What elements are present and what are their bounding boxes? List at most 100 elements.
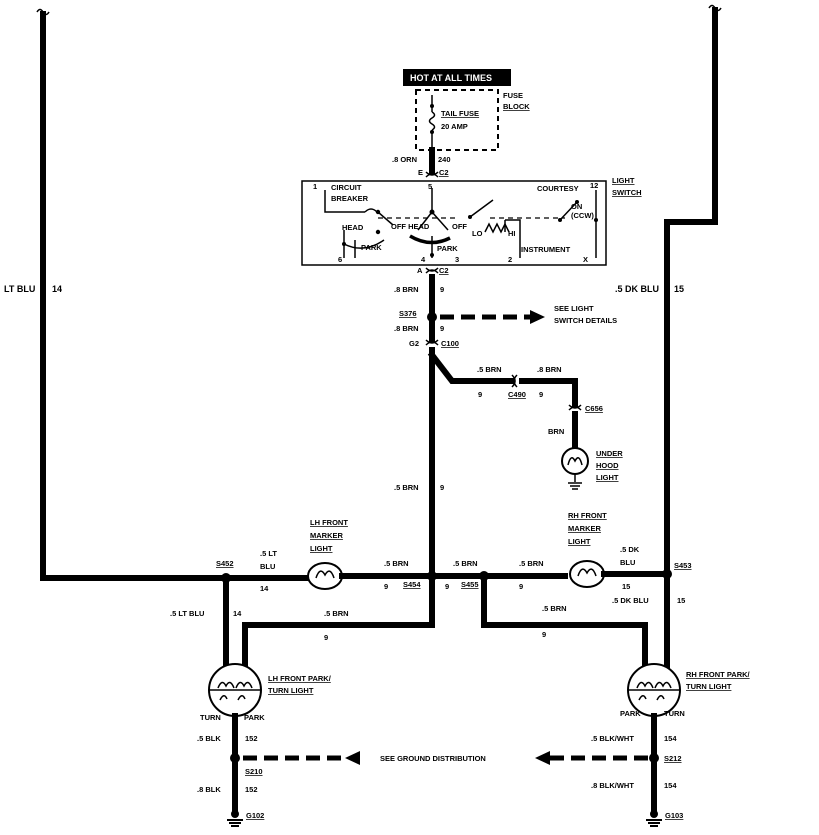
splice-s455-label: S455 bbox=[461, 580, 479, 589]
fuse-block-outline bbox=[415, 89, 499, 151]
lh-marker-l1: LH FRONT bbox=[310, 518, 348, 527]
ground-g102-label: G102 bbox=[246, 811, 264, 820]
ls-instrument: INSTRUMENT bbox=[521, 245, 571, 254]
ls-pin-2: 2 bbox=[508, 255, 512, 264]
rh-marker-l1: RH FRONT bbox=[568, 511, 607, 520]
ls-out-connector: C2 bbox=[439, 266, 449, 275]
light-switch-internals bbox=[324, 188, 598, 258]
ls-hi: HI bbox=[508, 229, 516, 238]
ground-g103-label: G103 bbox=[665, 811, 683, 820]
rh-park: PARK bbox=[620, 709, 641, 718]
ls-pin-3: 3 bbox=[455, 255, 459, 264]
ls-pin-5: 5 bbox=[428, 182, 432, 191]
splice-s376 bbox=[427, 312, 437, 322]
ls-park-left: PARK bbox=[361, 243, 382, 252]
lh-lamp-l1: LH FRONT PARK/ bbox=[268, 674, 332, 683]
right-feed-circuit: 15 bbox=[674, 284, 684, 294]
ls-courtesy: COURTESY bbox=[537, 184, 579, 193]
ls-pin-6: 6 bbox=[338, 255, 342, 264]
main-top-size: .8 BRN bbox=[394, 285, 419, 294]
hot-at-all-times-box bbox=[403, 69, 511, 86]
lh-marker-l2: MARKER bbox=[310, 531, 343, 540]
tail-fuse-symbol bbox=[428, 95, 436, 148]
rh-lamp-l1: RH FRONT PARK/ bbox=[686, 670, 751, 679]
ground-g103-symbol bbox=[646, 810, 662, 827]
rh-down-dkblu-circuit: 15 bbox=[677, 596, 685, 605]
rh-turn: TURN bbox=[664, 709, 685, 718]
fuse-wire-size: .8 ORN bbox=[392, 155, 417, 164]
right-feed-wire bbox=[664, 4, 722, 578]
ground-dist-left-arrowhead bbox=[345, 751, 360, 765]
hood-branch-size: .5 BRN bbox=[477, 365, 502, 374]
lh-turn: TURN bbox=[200, 713, 221, 722]
rh-brn-from-s455: .5 BRN bbox=[453, 559, 478, 568]
hood-branch-wire bbox=[427, 350, 515, 384]
ls-pin-12: 12 bbox=[590, 181, 598, 190]
fuse-connector: C2 bbox=[439, 168, 449, 177]
fuse-block-label-2: BLOCK bbox=[503, 102, 530, 111]
lh-brn-to-park: .5 BRN bbox=[324, 609, 349, 618]
rh-blkwht-circuit: 154 bbox=[664, 734, 677, 743]
splice-s453-label: S453 bbox=[674, 561, 692, 570]
rh-dkblu-size-1: .5 DK bbox=[620, 545, 640, 554]
splice-s212 bbox=[649, 753, 659, 763]
ground-dist-right-arrowhead bbox=[535, 751, 550, 765]
hood-after-c490-circuit: 9 bbox=[539, 390, 543, 399]
ls-park-center: PARK bbox=[437, 244, 458, 253]
main-mid-size: .5 BRN bbox=[394, 483, 419, 492]
connector-c2-bottom bbox=[425, 267, 439, 274]
lh-ltblu-size-2: BLU bbox=[260, 562, 275, 571]
rh-marker-l2: MARKER bbox=[568, 524, 601, 533]
ls-circuit-breaker-1: CIRCUIT bbox=[331, 183, 362, 192]
ls-lo: LO bbox=[472, 229, 483, 238]
splice-s210-label: S210 bbox=[245, 767, 263, 776]
hood-branch-circuit: 9 bbox=[478, 390, 482, 399]
see-light-switch-2: SWITCH DETAILS bbox=[554, 316, 617, 325]
splice-s452-label: S452 bbox=[216, 559, 234, 568]
lh-brn-to-park-circuit: 9 bbox=[324, 633, 328, 642]
splice-s212-label: S212 bbox=[664, 754, 682, 763]
splice-s210 bbox=[230, 753, 240, 763]
hood-wire-after-c490 bbox=[519, 378, 578, 408]
fuse-wire-circuit: 240 bbox=[438, 155, 451, 164]
lh-lamp-l2: TURN LIGHT bbox=[268, 686, 314, 695]
ls-out-pin: A bbox=[417, 266, 423, 275]
connector-c100 bbox=[425, 339, 439, 346]
lh-marker-l3: LIGHT bbox=[310, 544, 333, 553]
ls-pin-4: 4 bbox=[421, 255, 426, 264]
under-hood-l2: HOOD bbox=[596, 461, 619, 470]
tail-fuse-rating: 20 AMP bbox=[441, 122, 468, 131]
fuse-block-label-1: FUSE bbox=[503, 91, 523, 100]
rh-blkwht-size: .5 BLK/WHT bbox=[591, 734, 634, 743]
ground-dist-label: SEE GROUND DISTRIBUTION bbox=[380, 754, 486, 763]
ls-on: ON bbox=[571, 202, 582, 211]
rh-down-dkblu: .5 DK BLU bbox=[612, 596, 649, 605]
rh-brn-to-park-wire bbox=[481, 573, 648, 675]
c100-pin: G2 bbox=[409, 339, 419, 348]
connector-c656 bbox=[568, 404, 582, 411]
right-feed-color: .5 DK BLU bbox=[615, 284, 659, 294]
ls-ccw: (CCW) bbox=[571, 211, 594, 220]
light-switch-title-1: LIGHT bbox=[612, 176, 635, 185]
lh-ltblu-size-1: .5 LT bbox=[260, 549, 277, 558]
c100-label: C100 bbox=[441, 339, 459, 348]
main-trunk-lower bbox=[242, 347, 435, 675]
s454-circuit: 9 bbox=[445, 582, 449, 591]
lh-brn-to-marker: .5 BRN bbox=[384, 559, 409, 568]
under-hood-l1: UNDER bbox=[596, 449, 623, 458]
ls-circuit-breaker-2: BREAKER bbox=[331, 194, 369, 203]
tail-fuse-name: TAIL FUSE bbox=[441, 109, 479, 118]
under-hood-l3: LIGHT bbox=[596, 473, 619, 482]
main-below-s376-circuit: 9 bbox=[440, 324, 444, 333]
fuse-pin: E bbox=[418, 168, 423, 177]
lh-park: PARK bbox=[244, 713, 265, 722]
rh-dkblu-size-2: BLU bbox=[620, 558, 635, 567]
rh-lamp-l2: TURN LIGHT bbox=[686, 682, 732, 691]
ls-off-head: OFF HEAD bbox=[391, 222, 430, 231]
see-light-switch-1: SEE LIGHT bbox=[554, 304, 594, 313]
lh-brn-to-marker-circuit: 9 bbox=[384, 582, 388, 591]
c490-label: C490 bbox=[508, 390, 526, 399]
hood-lamp-wire-color: BRN bbox=[548, 427, 564, 436]
rh-brn-to-park-circuit: 9 bbox=[542, 630, 546, 639]
